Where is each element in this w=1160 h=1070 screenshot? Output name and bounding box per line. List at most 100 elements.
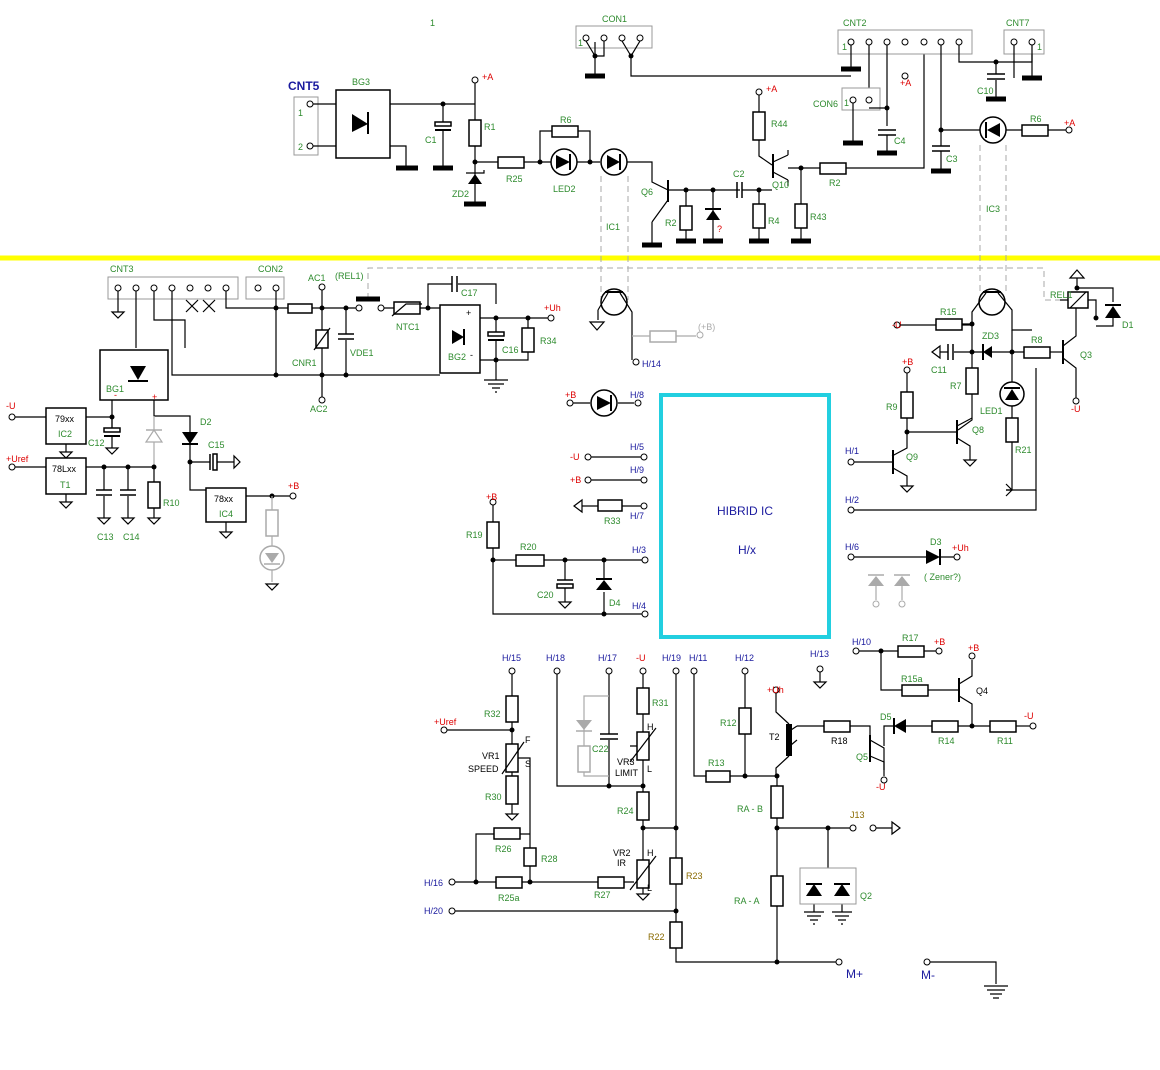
- unknown-diode-label: ?: [717, 224, 722, 234]
- con1-pin1: 1: [578, 38, 583, 48]
- net-h10-label: H/10: [852, 637, 871, 647]
- c13-label: C13: [97, 532, 114, 542]
- supply-label: +Uref: [6, 454, 29, 464]
- r4-label: R4: [768, 216, 780, 226]
- r33-label: R33: [604, 516, 621, 526]
- r20-label: R20: [520, 542, 537, 552]
- vr2-l-label: L: [647, 883, 652, 893]
- vr2-h-label: H: [647, 848, 654, 858]
- r19-label: R19: [466, 530, 483, 540]
- cnt7-pin1: 1: [1037, 42, 1042, 52]
- bg1-bridge: [99, 349, 169, 401]
- ic2-type: 79xx: [55, 414, 75, 424]
- con6-connector[interactable]: [841, 87, 881, 111]
- c12-label: C12: [88, 438, 105, 448]
- d2-label: D2: [200, 417, 212, 427]
- r15-label: R15: [940, 307, 957, 317]
- supply-label: +B: [288, 481, 299, 491]
- ac2-label: AC2: [310, 404, 328, 414]
- supply-label: -U: [570, 452, 580, 462]
- vr3-label: VR3: [617, 757, 635, 767]
- r25: [497, 156, 525, 169]
- bg1-minus: -: [114, 390, 117, 400]
- t1-label: T1: [60, 480, 71, 490]
- r23-label: R23: [686, 871, 703, 881]
- q8-label: Q8: [972, 425, 984, 435]
- r17-label: R17: [902, 633, 919, 643]
- supply-label: +B: [902, 357, 913, 367]
- r9-label: R9: [886, 402, 898, 412]
- net-h12-label: H/12: [735, 653, 754, 663]
- supply-label: +Uh: [952, 543, 969, 553]
- hybrid-ic-title: HIBRID IC: [717, 504, 773, 518]
- supply-label: +A: [900, 78, 911, 88]
- d5-label: D5: [880, 712, 892, 722]
- hybrid-ic-block[interactable]: [659, 393, 831, 639]
- r6a-label: R6: [560, 115, 572, 125]
- r25a-label: R25a: [498, 893, 520, 903]
- supply-label: +Uh: [767, 685, 784, 695]
- cnt7-label: CNT7: [1006, 18, 1030, 28]
- vde1-label: VDE1: [350, 348, 374, 358]
- m-minus-label: M-: [921, 968, 935, 982]
- net-h20-label: H/20: [424, 906, 443, 916]
- net-h4-label: H/4: [632, 601, 646, 611]
- cnr1-label: CNR1: [292, 358, 317, 368]
- con2-label: CON2: [258, 264, 283, 274]
- limit-label: LIMIT: [615, 768, 639, 778]
- c3-label: C3: [946, 154, 958, 164]
- q6-label: Q6: [641, 187, 653, 197]
- r8-label: R8: [1031, 335, 1043, 345]
- c2-label: C2: [733, 169, 745, 179]
- supply-label: -U: [1071, 404, 1081, 414]
- c4-label: C4: [894, 136, 906, 146]
- con1-label: CON1: [602, 14, 627, 24]
- led1-label: LED1: [980, 406, 1003, 416]
- r2a-label: R2: [665, 218, 677, 228]
- vr1-label: VR1: [482, 751, 500, 761]
- zd2-label: ZD2: [452, 189, 469, 199]
- vr2-label: VR2: [613, 848, 631, 858]
- net-h3-label: H/3: [632, 545, 646, 555]
- gray-supply-label: (+B): [698, 322, 715, 332]
- r28-label: R28: [541, 854, 558, 864]
- r7-label: R7: [950, 381, 962, 391]
- cnt5-pin1-label: 1: [298, 108, 303, 118]
- con2-connector[interactable]: [245, 276, 285, 300]
- q2-label: Q2: [860, 891, 872, 901]
- supply-label: +A: [1064, 118, 1075, 128]
- supply-label: -U: [876, 782, 886, 792]
- ic1-label: IC1: [606, 222, 620, 232]
- net-h19-label: H/19: [662, 653, 681, 663]
- q3-label: Q3: [1080, 350, 1092, 360]
- c17-label: C17: [461, 288, 478, 298]
- r22-label: R22: [648, 932, 665, 942]
- supply-label: -U: [1024, 711, 1034, 721]
- bg2-minus: -: [470, 350, 473, 360]
- con6-pin1: 1: [844, 98, 849, 108]
- ic4-label: IC4: [219, 509, 233, 519]
- ra-b-shunt: [770, 785, 784, 819]
- led2-label: LED2: [553, 184, 576, 194]
- zd3-label: ZD3: [982, 331, 999, 341]
- r27-label: R27: [594, 890, 611, 900]
- ra-a-shunt: [770, 875, 784, 907]
- c14-label: C14: [123, 532, 140, 542]
- r12-label: R12: [720, 718, 737, 728]
- r30-label: R30: [485, 792, 502, 802]
- net-h2-label: H/2: [845, 495, 859, 505]
- t2-label: T2: [769, 732, 780, 742]
- net-h6-label: H/6: [845, 542, 859, 552]
- zener-question-label: ( Zener?): [924, 572, 961, 582]
- q5-label: Q5: [856, 752, 868, 762]
- d1-label: D1: [1122, 320, 1134, 330]
- cnt7-connector[interactable]: [1003, 29, 1045, 55]
- r1: [468, 119, 482, 147]
- t1-type: 78Lxx: [52, 464, 77, 474]
- cnt5-connector[interactable]: [293, 96, 319, 156]
- supply-label: +Uref: [434, 717, 457, 727]
- q9-label: Q9: [906, 452, 918, 462]
- cnt5-pin2-label: 2: [298, 142, 303, 152]
- r26-label: R26: [495, 844, 512, 854]
